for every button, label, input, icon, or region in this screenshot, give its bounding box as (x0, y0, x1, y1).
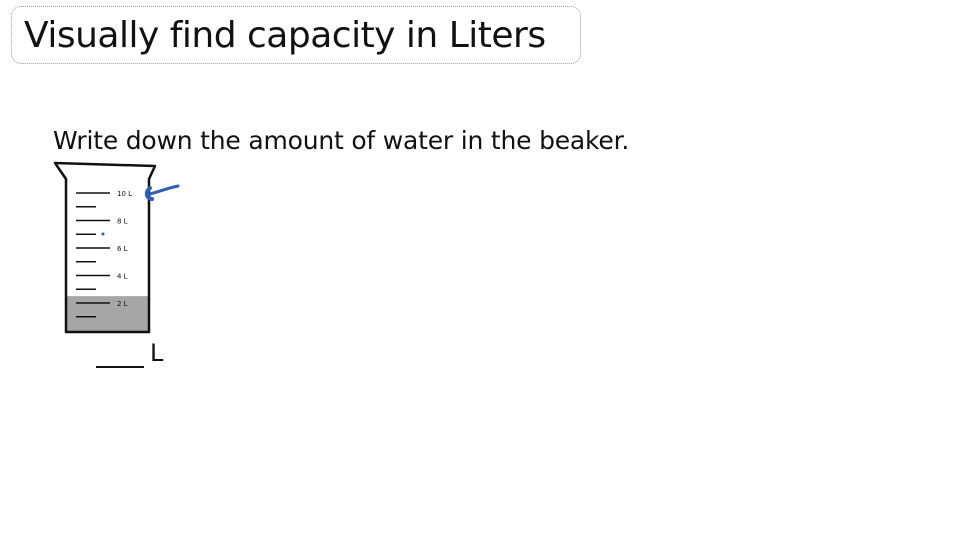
beaker-water (66, 296, 149, 332)
scale-label: 4 L (117, 273, 128, 281)
page-title: Visually find capacity in Liters (24, 15, 546, 56)
scale-label: 10 L (117, 190, 132, 198)
scale-label: 6 L (117, 245, 128, 253)
pen-arrow-icon (101, 184, 180, 236)
title-box (11, 6, 581, 64)
scale-label: 2 L (117, 300, 128, 308)
scale-label: 8 L (117, 218, 128, 226)
instruction-text: Write down the amount of water in the be… (53, 126, 630, 155)
answer-blank[interactable] (96, 366, 144, 368)
beaker-outline (53, 161, 157, 334)
answer-unit: L (150, 339, 164, 367)
beaker-scale: 10 L 8 L 6 L 4 L 2 L (76, 190, 132, 318)
